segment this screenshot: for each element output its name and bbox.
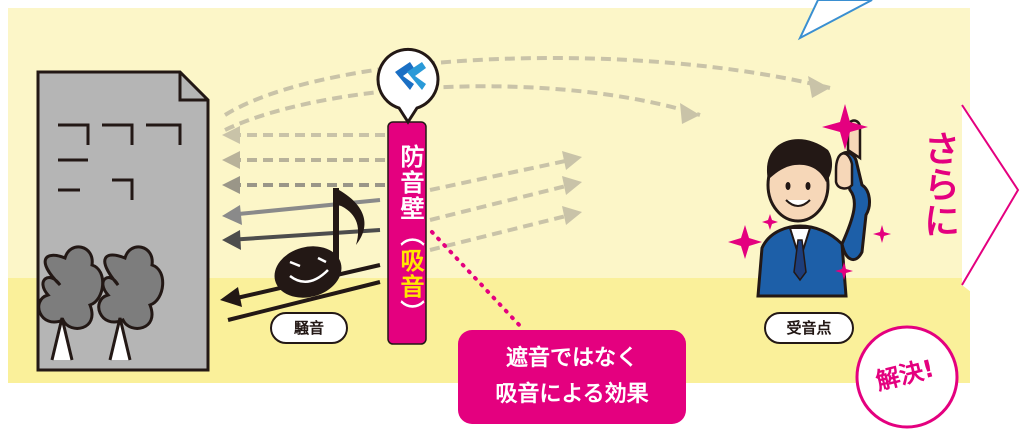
wall-text-top: 防音壁	[396, 143, 424, 222]
company-logo-icon	[376, 47, 440, 125]
effect-box: 遮音ではなく 吸音による効果	[458, 330, 686, 424]
arrowheads-right	[562, 151, 582, 225]
incident-arrowheads	[220, 205, 242, 307]
wall-paren-close: ）	[396, 299, 424, 326]
solved-badge	[855, 325, 959, 429]
tree-icon	[37, 245, 165, 361]
arc-arrowhead	[808, 76, 830, 98]
person-thumbs-up-icon	[756, 119, 871, 298]
bubble-tail	[797, 0, 873, 41]
music-note-icon	[274, 188, 365, 298]
sparkle-icon	[728, 104, 891, 280]
sound-arcs	[223, 55, 831, 132]
wall-label: 防音壁（吸音）	[391, 127, 425, 342]
chevron-arrow	[961, 104, 1020, 330]
arrowheads-left	[222, 126, 240, 194]
wall-text-highlight: 吸音	[396, 247, 424, 300]
wall-paren-open: （	[396, 221, 424, 248]
reflected-arrows	[228, 133, 385, 187]
arc-arrowhead	[680, 103, 700, 124]
effect-line-2: 吸音による効果	[495, 382, 649, 407]
dotted-connector	[430, 230, 524, 330]
more-label: さらに	[918, 130, 959, 238]
effect-line-1: 遮音ではなく	[505, 346, 638, 371]
receiver-label: 受音点	[764, 312, 854, 344]
transmitted-arrows	[429, 158, 571, 252]
noise-label: 騒音	[270, 312, 348, 344]
